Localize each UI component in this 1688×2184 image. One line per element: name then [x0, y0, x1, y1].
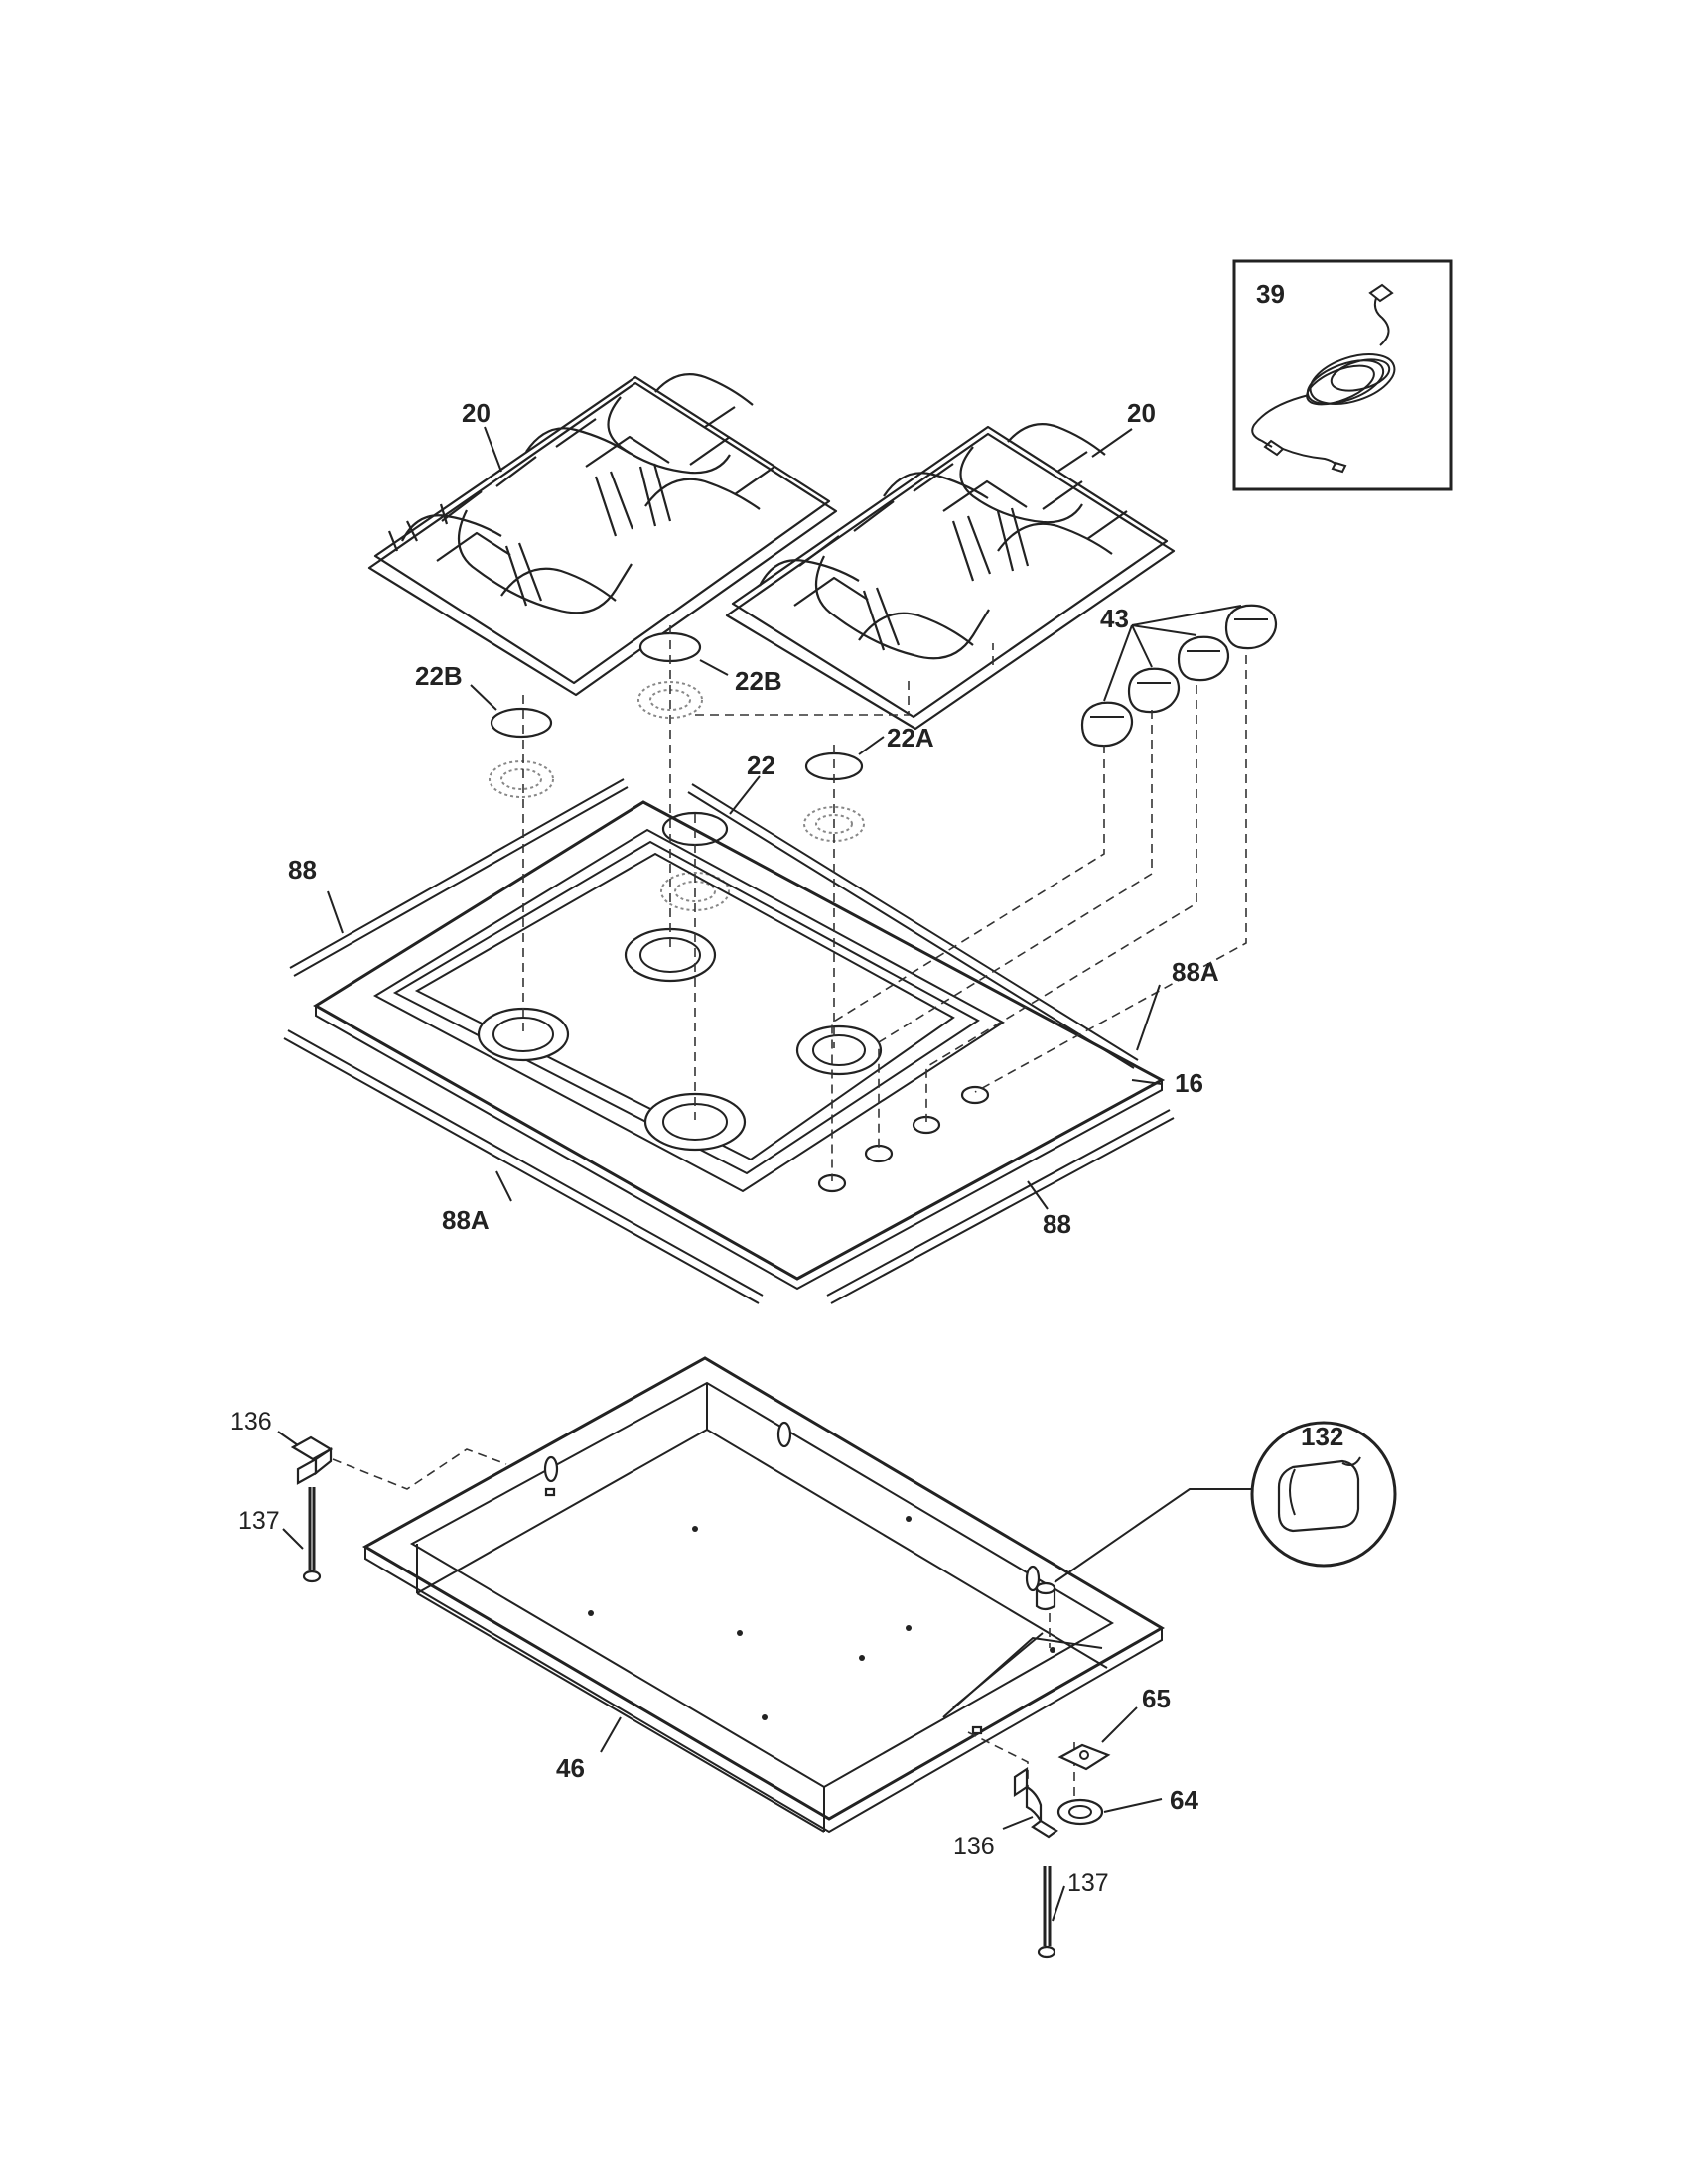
gasket-64 — [1056, 1798, 1104, 1826]
label-trim-88a-right: 88A — [1172, 957, 1219, 987]
label-cap-22a: 22A — [887, 723, 934, 752]
cord-set-inset — [1232, 259, 1453, 491]
burner-head-left — [489, 760, 554, 798]
label-cap-22b-left: 22B — [415, 661, 463, 691]
gasket-65 — [1057, 1743, 1111, 1771]
label-screw-137-top: 137 — [238, 1507, 280, 1535]
screw-137-bottom — [1037, 1866, 1056, 1959]
label-screw-137-bottom: 137 — [1067, 1869, 1109, 1897]
label-inset-132: 132 — [1301, 1422, 1343, 1451]
burner-caps — [489, 631, 865, 911]
label-trim-88-top-left: 88 — [288, 855, 317, 885]
trim-strips — [283, 778, 1175, 1304]
bracket-136-bottom — [1013, 1766, 1058, 1839]
label-burner-box: 46 — [556, 1753, 585, 1783]
label-bracket-136-top: 136 — [230, 1408, 272, 1435]
label-gasket-65: 65 — [1142, 1684, 1171, 1713]
orifice-fitting-icon — [1277, 1456, 1361, 1533]
burner-base-top — [624, 927, 717, 983]
grate-left — [367, 373, 838, 697]
knob-icon — [1177, 635, 1230, 682]
alignment-lines-upper — [522, 625, 1247, 1181]
label-cord-set: 39 — [1256, 279, 1285, 309]
label-cooktop: 16 — [1175, 1068, 1203, 1098]
power-cord-icon — [1251, 283, 1396, 474]
knob-icon — [1127, 667, 1181, 714]
knob-icon — [1224, 604, 1278, 650]
burner-box — [361, 1356, 1165, 1834]
knob-icon — [1080, 701, 1134, 748]
label-trim-88a-bottom-left: 88A — [442, 1205, 490, 1235]
label-cap-22b-center: 22B — [735, 666, 782, 696]
leader-lines — [277, 426, 1163, 1922]
burner-cap-22b-left — [490, 707, 553, 739]
screw-137-top — [302, 1487, 322, 1583]
burner-base-right — [795, 1024, 883, 1076]
label-grate-left: 20 — [462, 398, 491, 428]
label-grate-right: 20 — [1127, 398, 1156, 428]
bracket-136-top — [290, 1435, 334, 1485]
inset-132 — [1250, 1421, 1397, 1568]
label-trim-88-bottom-right: 88 — [1043, 1209, 1071, 1239]
control-knobs — [1080, 604, 1278, 748]
burner-base-front — [643, 1092, 747, 1152]
box-holes — [543, 1421, 1055, 1735]
callout-labels: 20 20 39 43 22B 22B 22A 22 88 88A 16 88A… — [230, 279, 1343, 1897]
label-cap-22: 22 — [747, 751, 775, 780]
label-bracket-136-bottom: 136 — [953, 1833, 995, 1860]
label-gasket-64: 64 — [1170, 1785, 1198, 1815]
label-knobs: 43 — [1100, 604, 1129, 633]
gas-fitting-icon — [1035, 1581, 1056, 1611]
burner-head-center — [637, 681, 703, 719]
grate-right — [725, 423, 1176, 731]
